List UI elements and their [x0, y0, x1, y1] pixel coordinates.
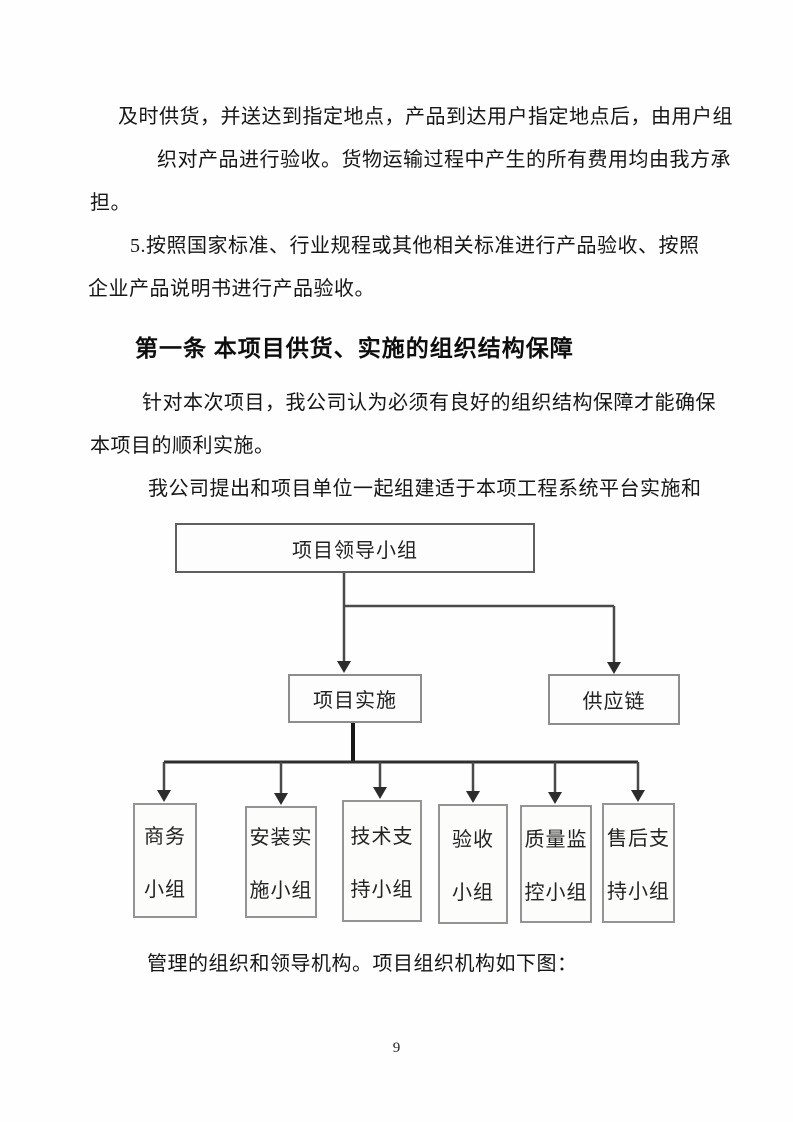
org-node-label: 质量监	[524, 829, 588, 851]
org-node-label: 施小组	[249, 880, 313, 902]
org-node-installation-team: 安装实 施小组	[245, 806, 317, 918]
section-heading: 第一条 本项目供货、实施的组织结构保障	[135, 336, 574, 361]
org-node-label: 售后支	[607, 828, 670, 850]
org-node-project-implementation: 项目实施	[288, 674, 422, 723]
org-node-label: 控小组	[524, 882, 588, 904]
body-line: 管理的组织和领导机构。项目组织机构如下图：	[147, 953, 578, 975]
org-node-label: 持小组	[607, 881, 670, 903]
org-node-label: 验收	[452, 829, 494, 851]
body-line: 针对本次项目，我公司认为必须有良好的组织结构保障才能确保	[142, 392, 716, 414]
org-node-acceptance-team: 验收 小组	[438, 804, 508, 924]
org-node-label: 小组	[144, 878, 186, 901]
body-line: 我公司提出和项目单位一起组建适于本项工程系统平台实施和	[148, 478, 702, 500]
org-node-project-leadership-group: 项目领导小组	[175, 523, 535, 573]
body-line: 担。	[90, 192, 131, 214]
body-line: 及时供货，并送达到指定地点，产品到达用户指定地点后，由用户组	[118, 106, 733, 128]
org-node-label: 技术支	[350, 826, 414, 848]
body-line: 本项目的顺利实施。	[90, 435, 275, 457]
org-node-label: 商务	[144, 825, 186, 848]
org-node-quality-control-team: 质量监 控小组	[520, 805, 592, 923]
org-node-business-team: 商务 小组	[133, 803, 197, 918]
org-node-supply-chain: 供应链	[548, 674, 680, 725]
org-node-label: 小组	[452, 882, 494, 904]
org-node-technical-support-team: 技术支 持小组	[342, 800, 422, 922]
org-node-label: 持小组	[350, 879, 414, 901]
page-number: 9	[392, 1040, 401, 1056]
body-line: 5.按照国家标准、行业规程或其他相关标准进行产品验收、按照	[130, 235, 700, 257]
org-node-label: 安装实	[249, 827, 313, 849]
body-line: 织对产品进行验收。货物运输过程中产生的所有费用均由我方承	[157, 149, 731, 171]
org-node-after-sales-support-team: 售后支 持小组	[602, 803, 675, 923]
body-line: 企业产品说明书进行产品验收。	[88, 278, 375, 300]
